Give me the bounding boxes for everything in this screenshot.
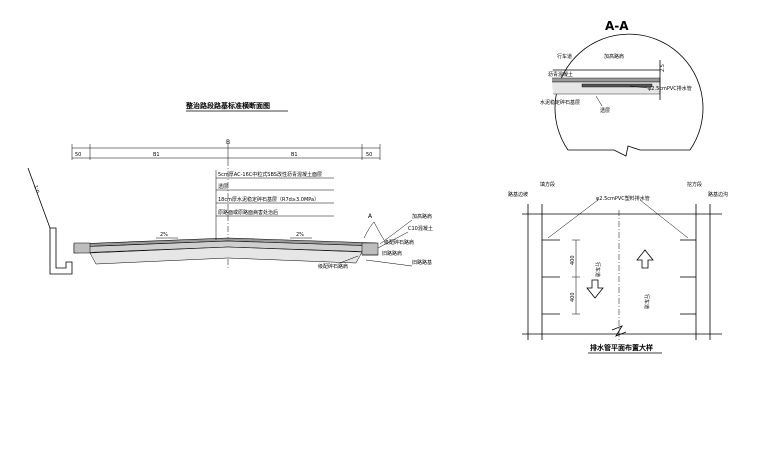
slope-ratio-label: 1:n	[32, 185, 41, 195]
label-old-shoulder: 旧路路肩	[382, 250, 402, 257]
plan-edge-right-label: 路基边沟	[708, 191, 728, 198]
leader	[379, 219, 413, 245]
detail-base-label: 水泥稳定碎石基层	[540, 99, 580, 106]
detail-pipe	[581, 83, 653, 88]
cross-section: 整治路段路基标准横断面图 B 50 B1 B1 50 1:n 2% 2%	[27, 101, 433, 275]
detail-dim-label: 2.5	[660, 64, 666, 72]
label-old-base: 旧路路基	[412, 259, 432, 266]
slope-left-label: 2%	[160, 232, 168, 238]
plan-break-symbol	[611, 325, 627, 337]
leader	[595, 95, 603, 107]
old-road-layer	[89, 246, 363, 265]
leader	[629, 85, 649, 89]
label-widen-shoulder: 加高路肩	[412, 213, 432, 220]
plan-lane-right: 行车道	[643, 294, 650, 309]
leader	[377, 231, 409, 249]
plan-spacing-2: 400	[570, 292, 576, 302]
detail-circle	[554, 33, 704, 157]
plan-lane-left: 行车道	[594, 262, 601, 277]
dim-total-label: B	[226, 139, 230, 146]
section-marker: A	[368, 213, 373, 220]
detail-prime-label: 透层	[600, 107, 610, 114]
dim-left-margin-label: 50	[75, 152, 81, 158]
leader	[547, 199, 599, 239]
arrow-down-icon	[586, 279, 604, 299]
dim-half-left-label: B1	[153, 152, 160, 158]
dim-half-right-label: B1	[291, 152, 298, 158]
leader	[639, 199, 689, 239]
left-slope-line	[27, 167, 51, 229]
layer-label-1: 透层	[218, 183, 228, 190]
plan-edge-left-label: 路基边坡	[508, 191, 528, 198]
plan-fill-label: 填方段	[540, 181, 555, 188]
leader	[365, 259, 413, 267]
plan-view: 填方段 挖方段 路基边坡 路基边沟 φ2.5cmPVC塑料排水管 400 400…	[508, 181, 728, 354]
leader	[339, 255, 359, 264]
label-gravel-shoulder: 级配碎石路肩	[384, 239, 414, 246]
slope-right-label: 2%	[296, 232, 304, 238]
detail-asphalt-label: 沥青混凝土	[548, 71, 573, 78]
right-shoulder	[361, 242, 379, 256]
left-ditch	[49, 227, 73, 275]
plan-cut-label: 挖方段	[687, 181, 702, 188]
dim-right-margin-label: 50	[366, 152, 372, 158]
arrow-up-icon	[636, 249, 654, 269]
detail-title: A-A	[605, 19, 629, 33]
label-concrete: C10混凝土	[408, 225, 433, 232]
cross-section-title: 整治路段路基标准横断面图	[185, 101, 270, 110]
layer-label-2: 18cm厚水泥稳定碎石基层（R7d≥3.0MPa）	[218, 196, 319, 203]
plan-spacing-1: 400	[570, 255, 576, 265]
plan-pipe-label: φ2.5cmPVC塑料排水管	[596, 195, 650, 202]
detail-aa: A-A 行车道 加高路肩 沥青混凝土 2.5 φ2.5cmPVC排水管 水泥稳定…	[540, 19, 704, 157]
layer-label-0: 5cm厚AC-16C中粒式SBS改性沥青混凝土面层	[218, 171, 322, 178]
detail-widen-label: 加高路肩	[604, 53, 624, 60]
layer-label-3: 原路面或原路面病害处治后	[218, 209, 278, 216]
detail-lane-label: 行车道	[557, 53, 572, 60]
label-gravel-shoulder-lower: 级配碎石路肩	[318, 263, 348, 270]
left-shoulder	[73, 242, 91, 254]
detail-pipe-label: φ2.5cmPVC排水管	[648, 85, 692, 92]
detail-asphalt	[552, 77, 661, 83]
section-marker-curve	[363, 221, 385, 241]
plan-title: 排水管平面布置大样	[590, 343, 653, 352]
